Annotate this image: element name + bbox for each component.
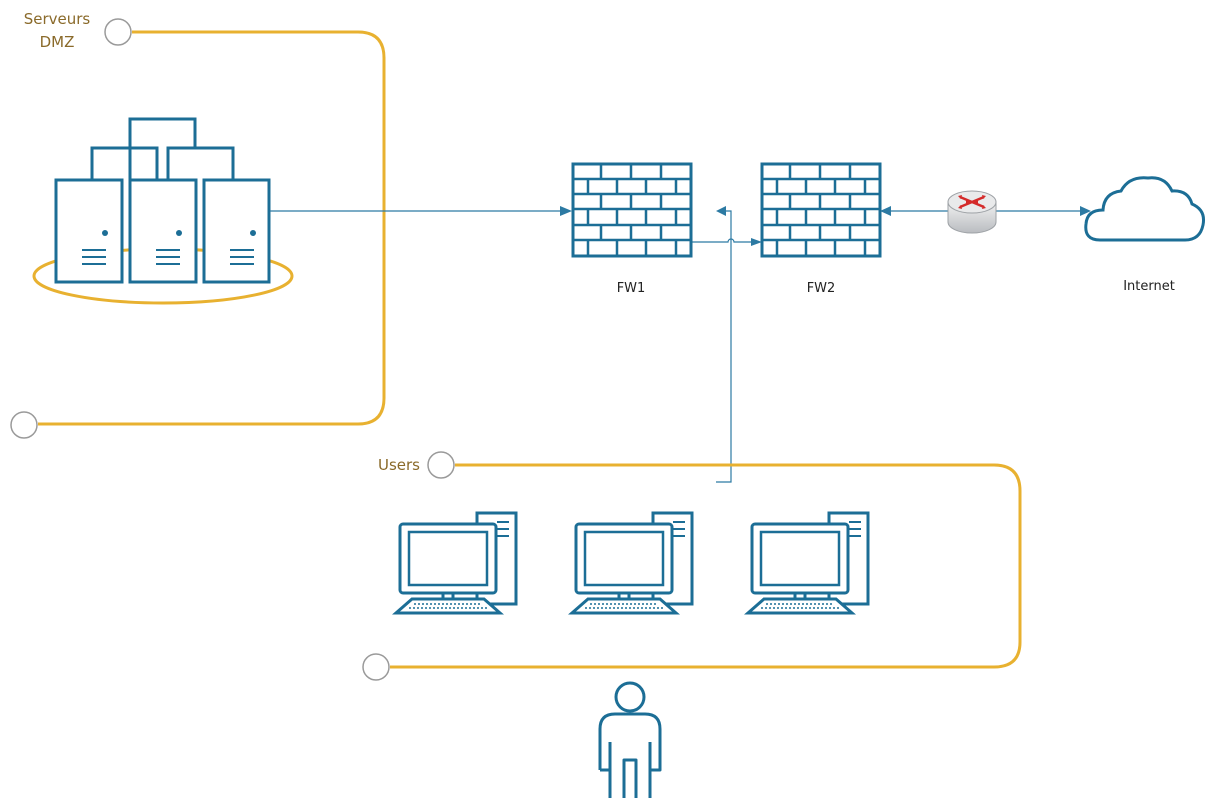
users-zone-outline	[390, 463, 1022, 669]
dmz-zone-outline	[38, 30, 386, 426]
dmz-zone-label-line2: DMZ	[40, 33, 75, 51]
workstation-icon-3[interactable]	[744, 511, 870, 615]
server-unit-right	[202, 178, 271, 284]
users-zone-end-handle[interactable]	[362, 653, 390, 681]
dmz-zone-end-handle[interactable]	[10, 411, 38, 439]
users-zone-start-handle[interactable]	[427, 451, 455, 479]
arrowhead-users-to-fw1	[716, 206, 726, 216]
internet-cloud-icon[interactable]	[1084, 176, 1205, 242]
link-fw1-to-fw2[interactable]	[692, 238, 756, 243]
dmz-zone-label-line1: Serveurs	[24, 10, 91, 28]
server-unit-center	[128, 178, 198, 284]
router-icon[interactable]	[947, 190, 997, 234]
arrowhead-fw2-left-lower	[751, 238, 762, 246]
user-person-icon	[598, 681, 662, 798]
arrowhead-fw1-left	[560, 206, 572, 216]
arrowhead-fw2-right	[880, 206, 891, 216]
server-cluster-frame	[90, 117, 235, 180]
dmz-servers-icon	[32, 117, 294, 305]
dmz-zone-start-handle[interactable]	[104, 18, 132, 46]
arrowhead-internet	[1080, 206, 1091, 216]
fw1-firewall-icon[interactable]	[571, 162, 693, 258]
fw1-label: FW1	[617, 281, 646, 296]
dmz-zone: Serveurs DMZ	[10, 10, 386, 439]
workstation-icon-2[interactable]	[568, 511, 694, 615]
users-zone-label: Users	[378, 456, 420, 474]
fw2-firewall-icon[interactable]	[760, 162, 882, 258]
users-zone: Users	[362, 451, 1022, 681]
server-unit-left	[54, 178, 124, 284]
fw2-label: FW2	[807, 281, 836, 296]
network-links	[270, 206, 1091, 483]
internet-label: Internet	[1123, 279, 1175, 294]
link-users-to-fw1[interactable]	[716, 210, 732, 483]
workstation-icon-1[interactable]	[392, 511, 518, 615]
